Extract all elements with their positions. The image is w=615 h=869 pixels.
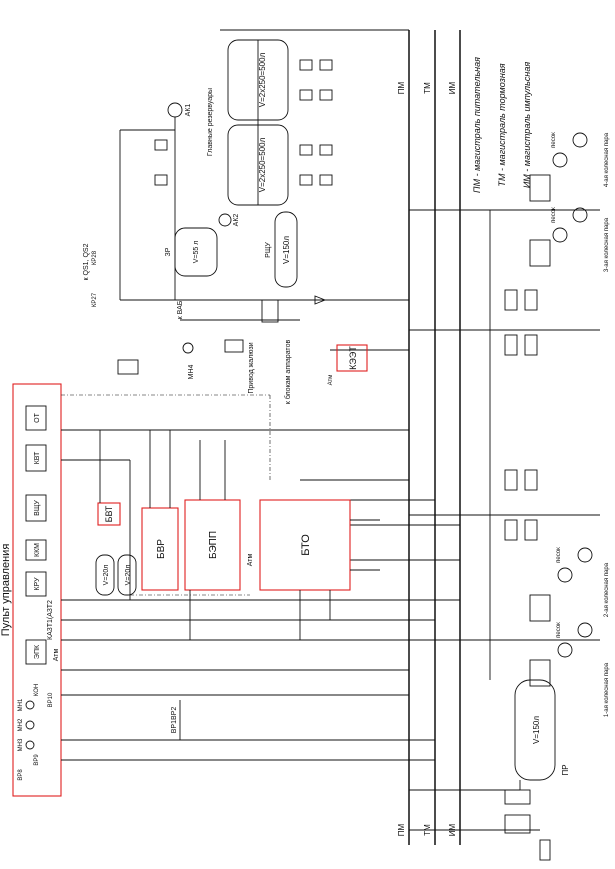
sand-label-1: песок <box>556 622 562 638</box>
axle-1-label: 1-ая колесная пара <box>604 662 610 717</box>
panel-epk: ЭПК <box>34 644 41 659</box>
k-blokam-label: к блокам аппаратов <box>284 340 292 405</box>
panel-kru: КРУ <box>34 577 41 591</box>
panel-vr8: ВР8 <box>18 769 24 781</box>
rg-bottom-volume: V=2x250=500л <box>258 137 267 192</box>
legend-im: ИМ - магистраль импульсная <box>522 62 532 188</box>
panel-vshchu: ВЩУ <box>34 500 41 516</box>
control-panel-outline <box>12 383 62 797</box>
main-reservoirs <box>227 39 289 206</box>
upper-devices <box>117 295 327 375</box>
control-panel-title: Пульт управления <box>0 544 12 637</box>
axle-4-label: 4-ая колесная пара <box>604 132 610 187</box>
rg-top-volume: V=2x250=500л <box>258 52 267 107</box>
pr-label: ПР <box>561 764 570 775</box>
legend-tm: ТМ - магистраль тормозная <box>497 63 507 186</box>
axle-2-label: 2-ая колесная пара <box>604 562 610 617</box>
main-pm-top: ПМ <box>397 81 406 94</box>
horizontal-pipes <box>61 29 600 831</box>
bto-block <box>259 499 351 591</box>
dashed-lines <box>61 394 271 596</box>
axle-3-label: 3-ая колесная пара <box>604 217 610 272</box>
ak1-label: АК1 <box>185 104 192 117</box>
bottom-devices <box>504 780 551 861</box>
small-reservoir-2 <box>117 554 137 596</box>
kr27-label: КР27 <box>92 292 98 307</box>
vr1vr2-label: ВР1ВР2 <box>171 707 178 734</box>
k-qs-label: к QS1, QS2 <box>83 243 90 280</box>
legend-pm: ПМ - магистраль питательная <box>472 57 482 193</box>
atm-label-2: Атм <box>247 554 254 567</box>
panel-devices <box>25 405 47 750</box>
zr-reservoir <box>174 227 218 277</box>
atm-label-3: Атм <box>53 649 60 662</box>
privod-label: Привод жалюзи <box>248 342 255 393</box>
main-pm-bottom: ПМ <box>397 823 406 836</box>
keet-label: КЭЭТ <box>348 346 358 370</box>
block-connections <box>99 430 380 740</box>
bepp-block <box>184 499 241 591</box>
bvt-block <box>97 502 121 526</box>
panel-mn3: МН3 <box>18 738 24 751</box>
main-reservoirs-label: Главные резервуары <box>207 88 214 156</box>
axle-equipment <box>489 132 593 687</box>
bvt-label: БВТ <box>104 505 114 522</box>
mn4-label: МН4 <box>188 365 195 380</box>
sand-label-4: песок <box>551 132 557 148</box>
pr-volume: V=150л <box>532 716 541 744</box>
rshch-reservoir <box>274 211 298 288</box>
k-vab-label: к ВАБ <box>177 300 184 319</box>
panel-mn1: МН1 <box>18 698 24 711</box>
main-im-top: ИМ <box>448 81 457 94</box>
ak2-label: АК2 <box>233 214 240 227</box>
ak1-gauge <box>167 102 183 118</box>
zr-volume: V=55 л <box>193 241 200 264</box>
pr-reservoir <box>514 679 556 781</box>
rshch-volume: V=150л <box>282 236 291 264</box>
main-tm-top: ТМ <box>423 82 432 94</box>
main-lines <box>408 30 461 845</box>
panel-vr10: ВР10 <box>48 692 54 707</box>
panel-kon: КОН <box>34 684 40 696</box>
small-reservoir-1-volume: V=20л <box>103 565 110 586</box>
small-reservoir-1 <box>95 554 115 596</box>
panel-ot: ОТ <box>34 412 41 422</box>
panel-kvt: КВТ <box>34 451 41 464</box>
zr-label: ЗР <box>165 247 172 256</box>
small-reservoir-2-volume: V=20л <box>125 565 132 586</box>
reservoir-valves <box>154 59 333 186</box>
bepp-label: БЭПП <box>208 531 219 559</box>
bvr-block <box>141 507 179 591</box>
label-ka: КА3Т1(А3Т2 <box>47 600 54 640</box>
sand-label-2: песок <box>556 547 562 563</box>
bto-label: БТО <box>300 534 312 556</box>
atm-label-1: Атм <box>328 375 334 386</box>
bvr-label: БВР <box>156 539 167 559</box>
ak2-gauge <box>218 213 232 227</box>
kr28-label: КР28 <box>92 250 98 265</box>
panel-mn2: МН2 <box>18 718 24 731</box>
sand-label-3: песок <box>551 207 557 223</box>
rshch-label: РЩУ <box>265 242 272 258</box>
panel-vr9: ВР9 <box>34 754 40 766</box>
keet-block-outline <box>336 344 368 372</box>
panel-kkm: ККМ <box>34 543 41 557</box>
